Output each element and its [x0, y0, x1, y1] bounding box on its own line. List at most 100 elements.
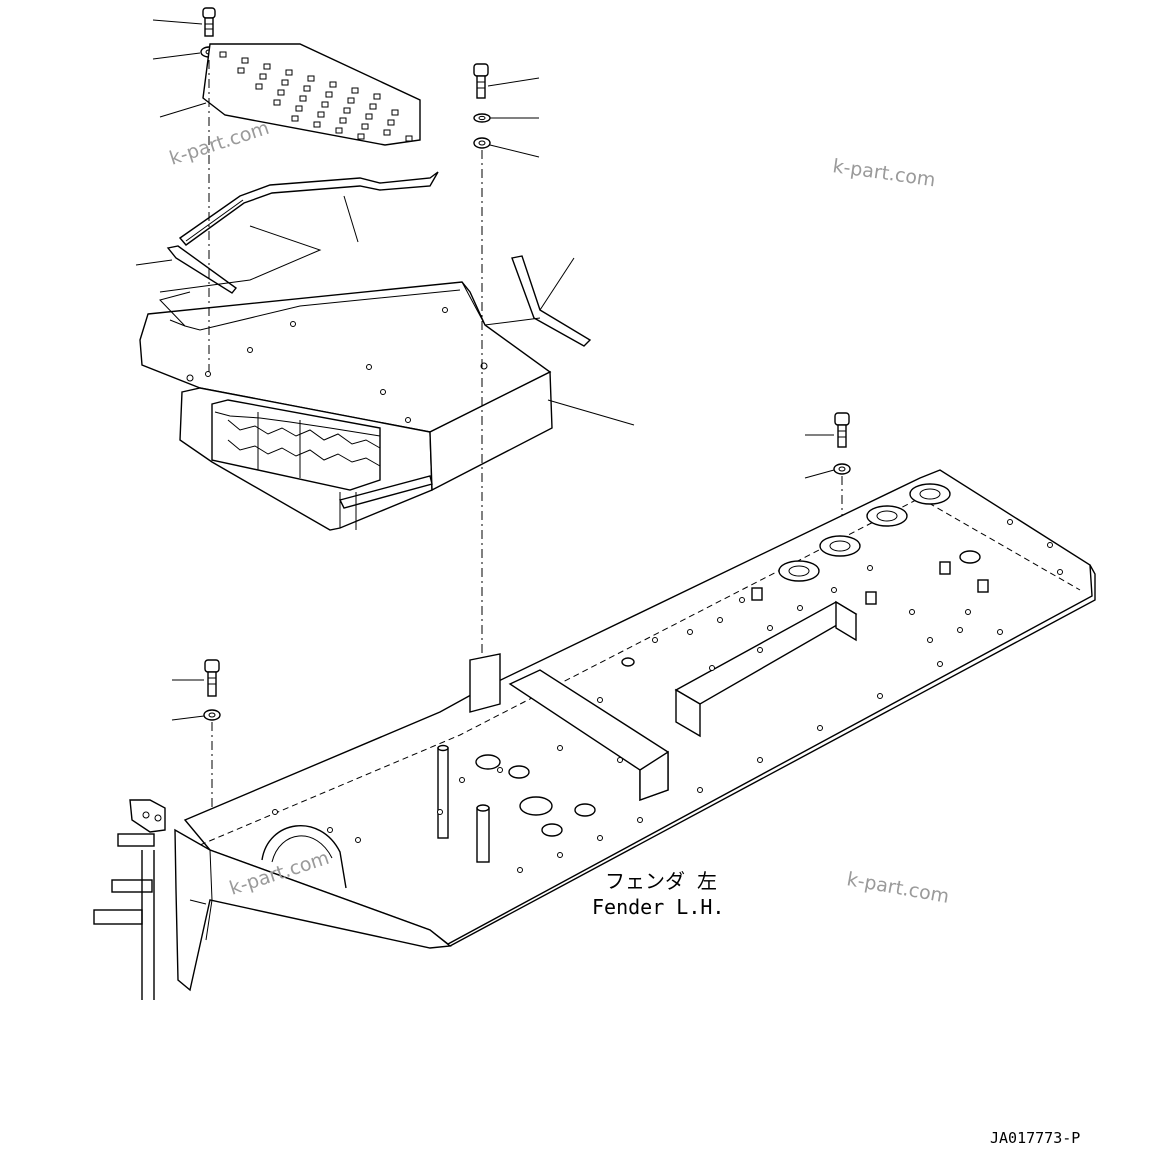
fender-hole [327, 827, 333, 833]
leader-line [804, 469, 835, 479]
leader-line [489, 144, 540, 158]
washer-lower-left[interactable] [203, 709, 221, 721]
plate-perforation [373, 93, 381, 100]
spring-washer-top-center[interactable] [473, 113, 491, 123]
fender-lh[interactable] [93, 469, 1096, 1000]
plate-perforation [277, 89, 285, 96]
fender-hole [997, 629, 1003, 635]
plate-perforation [295, 105, 303, 112]
leader-line [159, 102, 207, 118]
label-fender-lh: Fender L.H. [592, 895, 724, 919]
fender-hole [877, 693, 883, 699]
leader-line [487, 77, 540, 87]
plate-perforation [369, 103, 377, 110]
fender-hole [937, 661, 943, 667]
washer-top-center[interactable] [473, 137, 491, 149]
plate-perforation [313, 121, 321, 128]
watermark: k-part.com [831, 155, 937, 191]
fender-hole [717, 617, 723, 623]
plate-perforation [307, 75, 315, 82]
fender-hole [637, 817, 643, 823]
plate-perforation [285, 69, 293, 76]
fender-hole [557, 745, 563, 751]
plate-perforation [357, 133, 365, 140]
fender-hole [1057, 569, 1063, 575]
fender-hole [817, 725, 823, 731]
fender-hole [697, 787, 703, 793]
fender-hole [355, 837, 361, 843]
grommets [751, 483, 989, 605]
bolt-lower-left[interactable] [204, 659, 220, 697]
plate-perforation [291, 115, 299, 122]
plate-perforation [365, 113, 373, 120]
plate-perforation [329, 81, 337, 88]
mount-bracket-left [93, 799, 166, 1000]
plate-perforation [339, 117, 347, 124]
bolt-right[interactable] [834, 412, 850, 448]
watermark: k-part.com [167, 117, 272, 170]
step-box[interactable] [139, 225, 553, 531]
plate-perforation [281, 79, 289, 86]
fender-hole [557, 852, 563, 858]
plate-perforation [383, 129, 391, 136]
plate-perforation [299, 95, 307, 102]
bolt-top-center[interactable] [473, 63, 489, 99]
fender-hole [965, 609, 971, 615]
plate-perforation [303, 85, 311, 92]
bolt-top-left[interactable] [202, 7, 216, 37]
leader-line [135, 259, 173, 266]
watermark: k-part.com [845, 868, 951, 908]
step-plate[interactable] [202, 43, 421, 146]
leader-line [152, 19, 203, 25]
label-japanese: フェンダ 左 [605, 869, 717, 893]
plate-perforation [219, 51, 227, 58]
leader-line [539, 257, 575, 311]
plate-perforation [263, 63, 271, 70]
fender-hole [709, 665, 715, 671]
fender-hole [909, 609, 915, 615]
leader-line [343, 195, 359, 243]
washer-right[interactable] [833, 463, 851, 475]
fender-hole [1007, 519, 1013, 525]
fender-hole [739, 597, 745, 603]
plate-perforation [321, 101, 329, 108]
plate-perforation [317, 111, 325, 118]
plate-perforation [259, 73, 267, 80]
plate-perforation [387, 119, 395, 126]
fender-hole [687, 629, 693, 635]
fender-hole [927, 637, 933, 643]
fender-hole [867, 565, 873, 571]
bracket-right[interactable] [511, 255, 592, 347]
fender-hole [1047, 542, 1053, 548]
fender-hole [957, 627, 963, 633]
fender-hole [757, 647, 763, 653]
plate-perforation [347, 97, 355, 104]
handrail-bar[interactable] [178, 171, 439, 246]
leader-line [547, 399, 635, 426]
fender-hole [652, 637, 658, 643]
plate-perforation [391, 109, 399, 116]
plate-perforation [361, 123, 369, 130]
fender-hole [831, 587, 837, 593]
leader-line [152, 52, 201, 60]
leader-line [171, 715, 205, 721]
plate-perforation [237, 67, 245, 74]
fender-hole [272, 809, 278, 815]
bracket-left[interactable] [166, 245, 238, 294]
drawing-number: JA017773-P [990, 1129, 1080, 1147]
fender-hole [597, 697, 603, 703]
plate-perforation [273, 99, 281, 106]
fender-hole [767, 625, 773, 631]
plate-perforation [405, 135, 413, 142]
fender-hole [517, 867, 523, 873]
fender-hole [757, 757, 763, 763]
fender-hole [617, 757, 623, 763]
plate-perforation [325, 91, 333, 98]
fender-hole [437, 809, 443, 815]
plate-perforation [335, 127, 343, 134]
fender-hole [497, 767, 503, 773]
fender-hole [459, 777, 465, 783]
plate-perforation [343, 107, 351, 114]
plate-perforation [351, 87, 359, 94]
